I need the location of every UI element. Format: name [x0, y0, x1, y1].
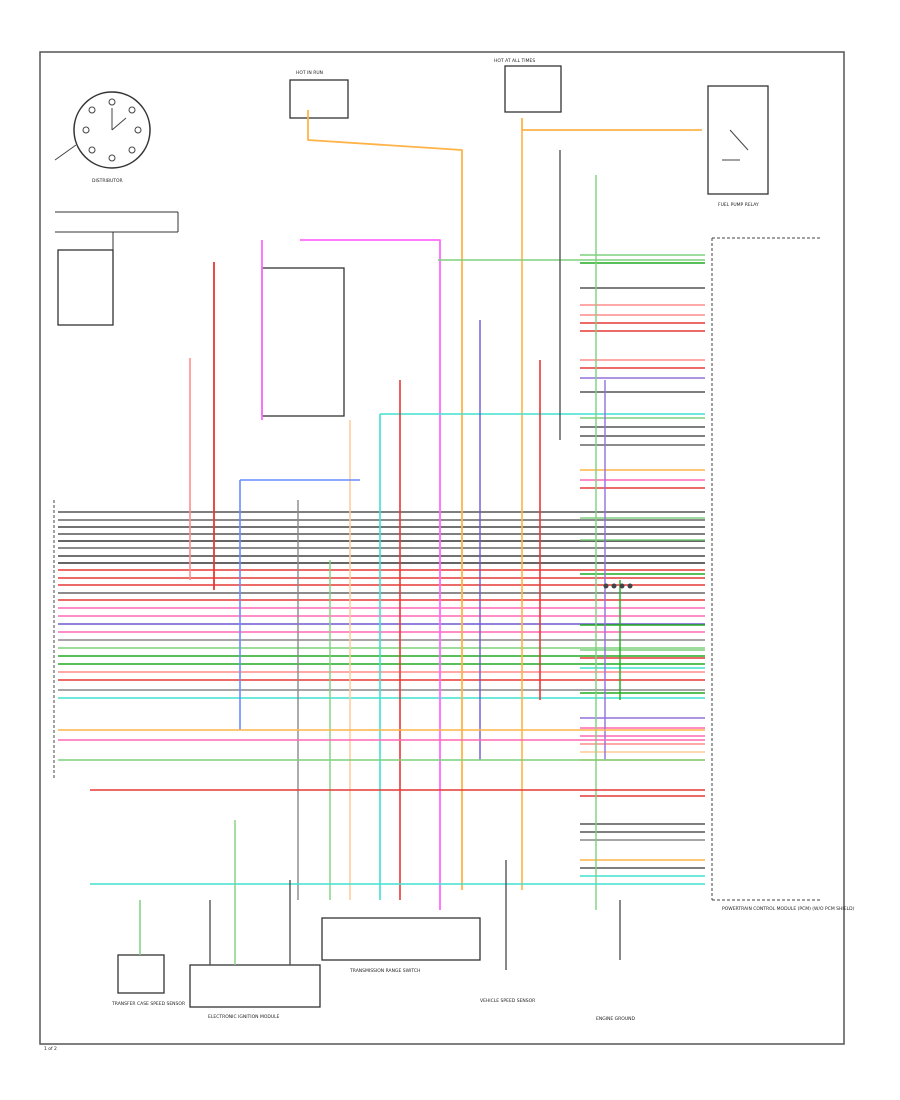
- transfer-case-label: TRANSFER CASE SPEED SENSOR: [111, 1001, 185, 1007]
- vss-label: VEHICLE SPEED SENSOR: [480, 998, 535, 1004]
- splice-point: [611, 583, 617, 589]
- transmission-range-box: [321, 917, 481, 961]
- wire-orange-vertical: [307, 110, 463, 890]
- fuse-hot-in-run: HOT IN RUN: [289, 70, 349, 119]
- page-number: 1 of 2: [44, 1046, 57, 1052]
- distributor-label: DISTRIBUTOR: [92, 178, 123, 184]
- electronic-ignition-label: ELECTRONIC IGNITION MODULE: [208, 1014, 280, 1020]
- wire-magenta-mid: [300, 239, 441, 910]
- diagram-frame: [39, 51, 845, 1045]
- distributor: DISTRIBUTOR: [54, 91, 151, 184]
- ignition-module: [55, 211, 179, 326]
- ignition-module-box: [57, 249, 114, 326]
- fuel-pump-relay: FUEL PUMP RELAY: [707, 85, 769, 208]
- ignition-coil-box: [189, 964, 321, 1008]
- splice-point: [627, 583, 633, 589]
- splice-point: [603, 583, 609, 589]
- transfer-case-sensor-box: [117, 954, 165, 994]
- engine-ground-label: ENGINE GROUND: [596, 1016, 635, 1022]
- clutch-switch-box: [261, 267, 345, 417]
- pcm-label: POWERTRAIN CONTROL MODULE (PCM) (W/O PCM…: [722, 906, 855, 912]
- splice-point: [619, 583, 625, 589]
- fuel-pump-relay-label: FUEL PUMP RELAY: [718, 202, 759, 208]
- fuse-hot-all-times: HOT AT ALL TIMES: [494, 58, 562, 113]
- transmission-range-label: TRANSMISSION RANGE SWITCH: [349, 968, 420, 974]
- wire-layer: [58, 110, 705, 970]
- wire-orange-top: [521, 118, 702, 131]
- fuel-pump-relay-box: [707, 85, 769, 195]
- hot-at-all-times-label: HOT AT ALL TIMES: [494, 58, 535, 64]
- pin-layer: [603, 583, 633, 589]
- fuse-block-run: [289, 79, 349, 119]
- fuse-block-all-times: [504, 65, 562, 113]
- pcm-connector-right: POWERTRAIN CONTROL MODULE (PCM) (W/O PCM…: [711, 237, 855, 912]
- hot-in-run-label: HOT IN RUN: [296, 70, 323, 76]
